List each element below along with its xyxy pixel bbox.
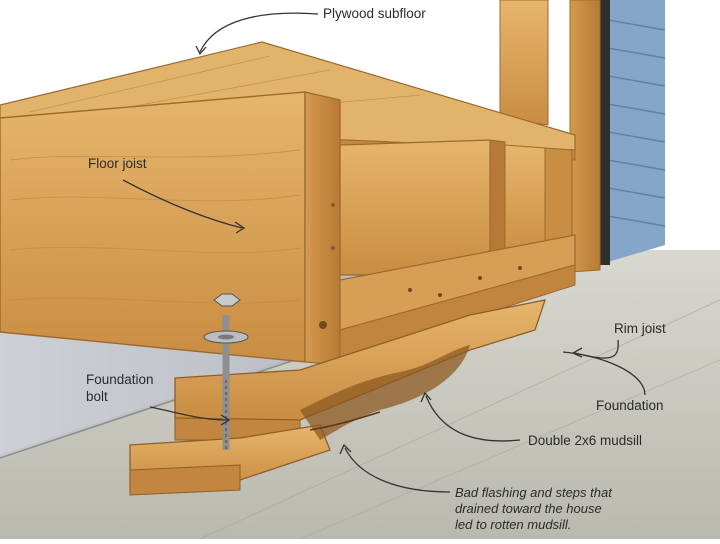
plywood-subfloor-label: Plywood subfloor <box>323 6 426 21</box>
subfloor-arrowhead <box>195 45 207 56</box>
subfloor-leader <box>199 12 319 53</box>
rot-cause-note: Bad flashing and steps that drained towa… <box>455 485 612 533</box>
rot-cause-note-line1: Bad flashing and steps that <box>455 485 612 500</box>
bolt-leader <box>149 406 229 421</box>
note-arrowhead <box>339 443 352 455</box>
wall-studs <box>499 0 601 273</box>
foundation-label: Foundation <box>596 398 664 413</box>
foundation-leader <box>562 351 646 396</box>
rim-joist <box>339 234 576 361</box>
house-siding <box>598 0 666 265</box>
note-leader <box>344 447 451 493</box>
back-joists <box>339 139 573 276</box>
front-floor-joist <box>0 91 341 366</box>
mudsill-arrowhead <box>420 391 432 403</box>
rot-cause-note-line2: drained toward the house <box>455 501 602 516</box>
joist-leader <box>122 179 243 229</box>
double-mudsill <box>129 299 546 496</box>
double-mudsill-label: Double 2x6 mudsill <box>528 433 643 448</box>
mudsill-leader <box>425 395 521 442</box>
bolt-arrowhead <box>220 414 231 426</box>
leader-lines <box>122 12 646 493</box>
foundation-bolt-label-line2: bolt <box>86 389 108 404</box>
rot-cause-note-line3: led to rotten mudsill. <box>455 517 572 532</box>
floor-joist-label: Floor joist <box>88 156 147 171</box>
foundation-bolt <box>203 293 249 450</box>
joist-arrowhead <box>234 221 246 234</box>
rim-joist-label: Rim joist <box>614 321 666 336</box>
foundation-bolt-label-line1: Foundation <box>86 372 154 387</box>
